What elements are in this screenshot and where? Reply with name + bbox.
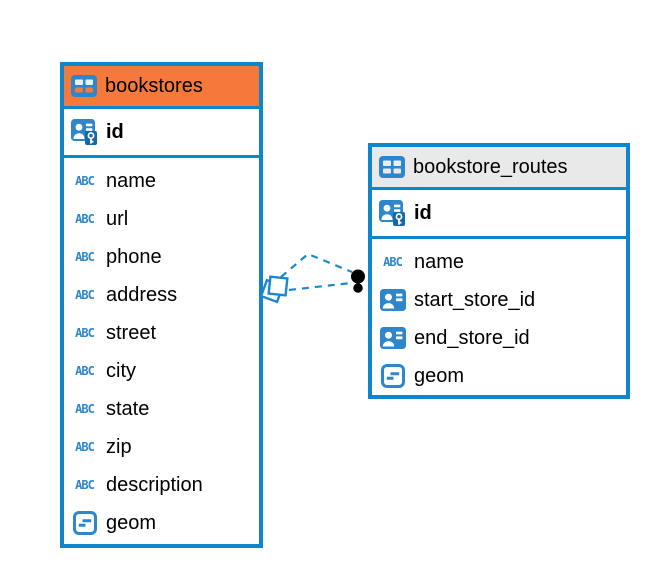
text-type-icon: ABC xyxy=(383,255,403,269)
column-name: geom xyxy=(414,364,465,387)
column-name: url xyxy=(106,207,129,230)
foreign-key-icon xyxy=(379,327,406,349)
text-icon: ABC xyxy=(71,402,98,416)
text-type-icon: ABC xyxy=(75,402,95,416)
column-name: id xyxy=(106,120,124,143)
relation-endpoint-dot-upper[interactable] xyxy=(351,269,365,284)
table-key-columns: id xyxy=(64,109,259,158)
column-geom[interactable]: geom xyxy=(372,357,626,395)
column-address[interactable]: ABC address xyxy=(64,276,259,314)
column-street[interactable]: ABC street xyxy=(64,314,259,352)
column-name: name xyxy=(414,250,465,273)
text-icon: ABC xyxy=(71,440,98,454)
text-icon: ABC xyxy=(71,174,98,188)
column-id[interactable]: id xyxy=(372,190,626,236)
column-start_store_id[interactable]: start_store_id xyxy=(372,281,626,319)
column-geom[interactable]: geom xyxy=(64,504,259,542)
table-title: bookstore_routes xyxy=(413,155,568,178)
primary-key-icon xyxy=(379,199,405,226)
column-name: zip xyxy=(106,435,132,458)
foreign-key-icon xyxy=(379,289,406,311)
table-header[interactable]: bookstores xyxy=(64,66,259,109)
text-type-icon: ABC xyxy=(75,250,95,264)
column-name: geom xyxy=(106,511,157,534)
text-type-icon: ABC xyxy=(75,440,95,454)
text-type-icon: ABC xyxy=(75,478,95,492)
foreign-key-icon xyxy=(379,289,406,311)
column-zip[interactable]: ABC zip xyxy=(64,428,259,466)
text-icon: ABC xyxy=(71,288,98,302)
text-icon: ABC xyxy=(71,364,98,378)
primary-key-icon xyxy=(379,199,406,227)
text-icon: ABC xyxy=(71,250,98,264)
column-name: state xyxy=(106,397,150,420)
relation-line-1[interactable] xyxy=(280,252,353,278)
relation-line-2[interactable] xyxy=(288,281,352,292)
geometry-type-icon xyxy=(72,511,97,535)
table-grid-icon xyxy=(71,75,97,97)
column-description[interactable]: ABC description xyxy=(64,466,259,504)
column-name: street xyxy=(106,321,157,344)
column-name: name xyxy=(106,169,157,192)
column-name: end_store_id xyxy=(414,326,530,349)
relation-endpoint-dot-lower[interactable] xyxy=(350,280,366,296)
table-icon xyxy=(379,156,405,178)
geometry-icon xyxy=(71,511,98,535)
primary-key-icon xyxy=(71,118,98,146)
column-name: address xyxy=(106,283,178,306)
column-name: description xyxy=(106,473,203,496)
column-name[interactable]: ABC name xyxy=(64,162,259,200)
column-url[interactable]: ABC url xyxy=(64,200,259,238)
table-grid-icon xyxy=(379,156,405,178)
text-icon: ABC xyxy=(71,212,98,226)
table-key-columns: id xyxy=(372,190,626,239)
primary-key-icon xyxy=(71,118,97,145)
table-bookstores[interactable]: bookstores id ABC name ABC url ABC phone… xyxy=(60,62,263,548)
text-type-icon: ABC xyxy=(75,212,95,226)
column-name: phone xyxy=(106,245,162,268)
text-type-icon: ABC xyxy=(75,326,95,340)
column-phone[interactable]: ABC phone xyxy=(64,238,259,276)
text-icon: ABC xyxy=(71,326,98,340)
table-columns: ABC name start_store_id end_store_id geo… xyxy=(372,239,626,397)
table-icon xyxy=(71,75,97,97)
geometry-icon xyxy=(379,364,406,388)
text-type-icon: ABC xyxy=(75,288,95,302)
column-id[interactable]: id xyxy=(64,109,259,155)
geometry-type-icon xyxy=(380,364,405,388)
column-name: start_store_id xyxy=(414,288,536,311)
text-type-icon: ABC xyxy=(75,364,95,378)
column-name: id xyxy=(414,201,432,224)
column-name: city xyxy=(106,359,136,382)
column-city[interactable]: ABC city xyxy=(64,352,259,390)
text-type-icon: ABC xyxy=(75,174,95,188)
table-title: bookstores xyxy=(105,74,203,97)
table-header[interactable]: bookstore_routes xyxy=(372,147,626,190)
column-state[interactable]: ABC state xyxy=(64,390,259,428)
foreign-key-icon xyxy=(379,327,406,349)
table-columns: ABC name ABC url ABC phone ABC address A… xyxy=(64,158,259,544)
relation-source-squares-marker[interactable] xyxy=(259,275,289,304)
table-bookstore_routes[interactable]: bookstore_routes id ABC name start_store… xyxy=(368,143,630,399)
relation-bookstores-bookstore_routes xyxy=(259,252,366,304)
text-icon: ABC xyxy=(379,255,406,269)
column-name[interactable]: ABC name xyxy=(372,243,626,281)
text-icon: ABC xyxy=(71,478,98,492)
column-end_store_id[interactable]: end_store_id xyxy=(372,319,626,357)
